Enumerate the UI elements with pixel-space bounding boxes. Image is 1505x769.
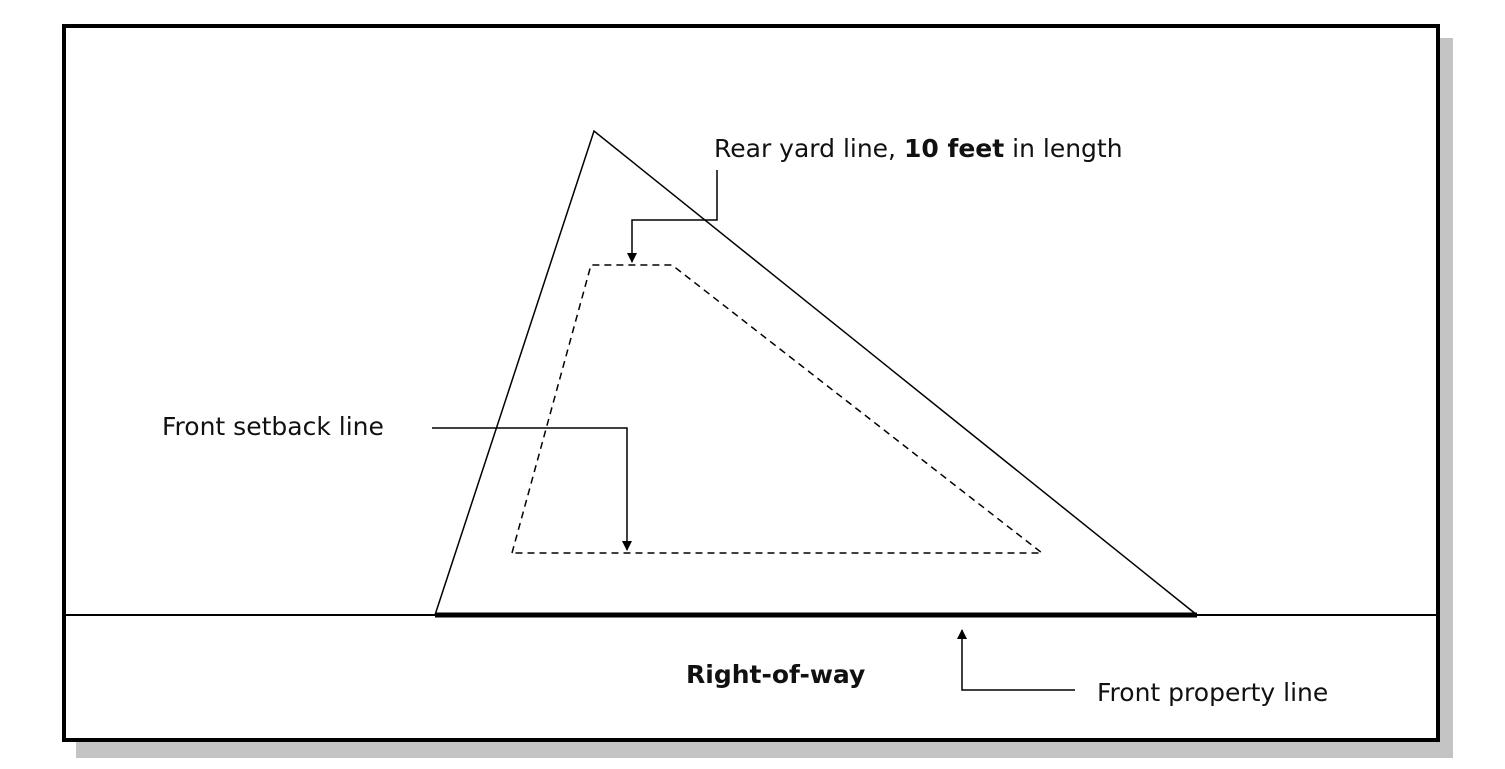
- lot-boundary: [434, 129, 1198, 616]
- rear-yard-label-length: 10 feet: [904, 134, 1004, 163]
- rear-yard-callout-arrow: [627, 170, 718, 263]
- front-property-label: Front property line: [1097, 678, 1328, 707]
- setback-area: [511, 264, 1045, 554]
- rear-yard-label-suffix: in length: [1004, 134, 1122, 163]
- rear-yard-label: Rear yard line, 10 feet in length: [714, 134, 1123, 163]
- rear-yard-label-prefix: Rear yard line,: [714, 134, 904, 163]
- front-setback-callout-arrow: [432, 427, 632, 551]
- front-setback-label: Front setback line: [162, 412, 384, 441]
- diagram-frame: [62, 24, 1440, 742]
- front-property-callout-arrow: [957, 629, 1075, 691]
- right-of-way-label: Right-of-way: [686, 660, 865, 689]
